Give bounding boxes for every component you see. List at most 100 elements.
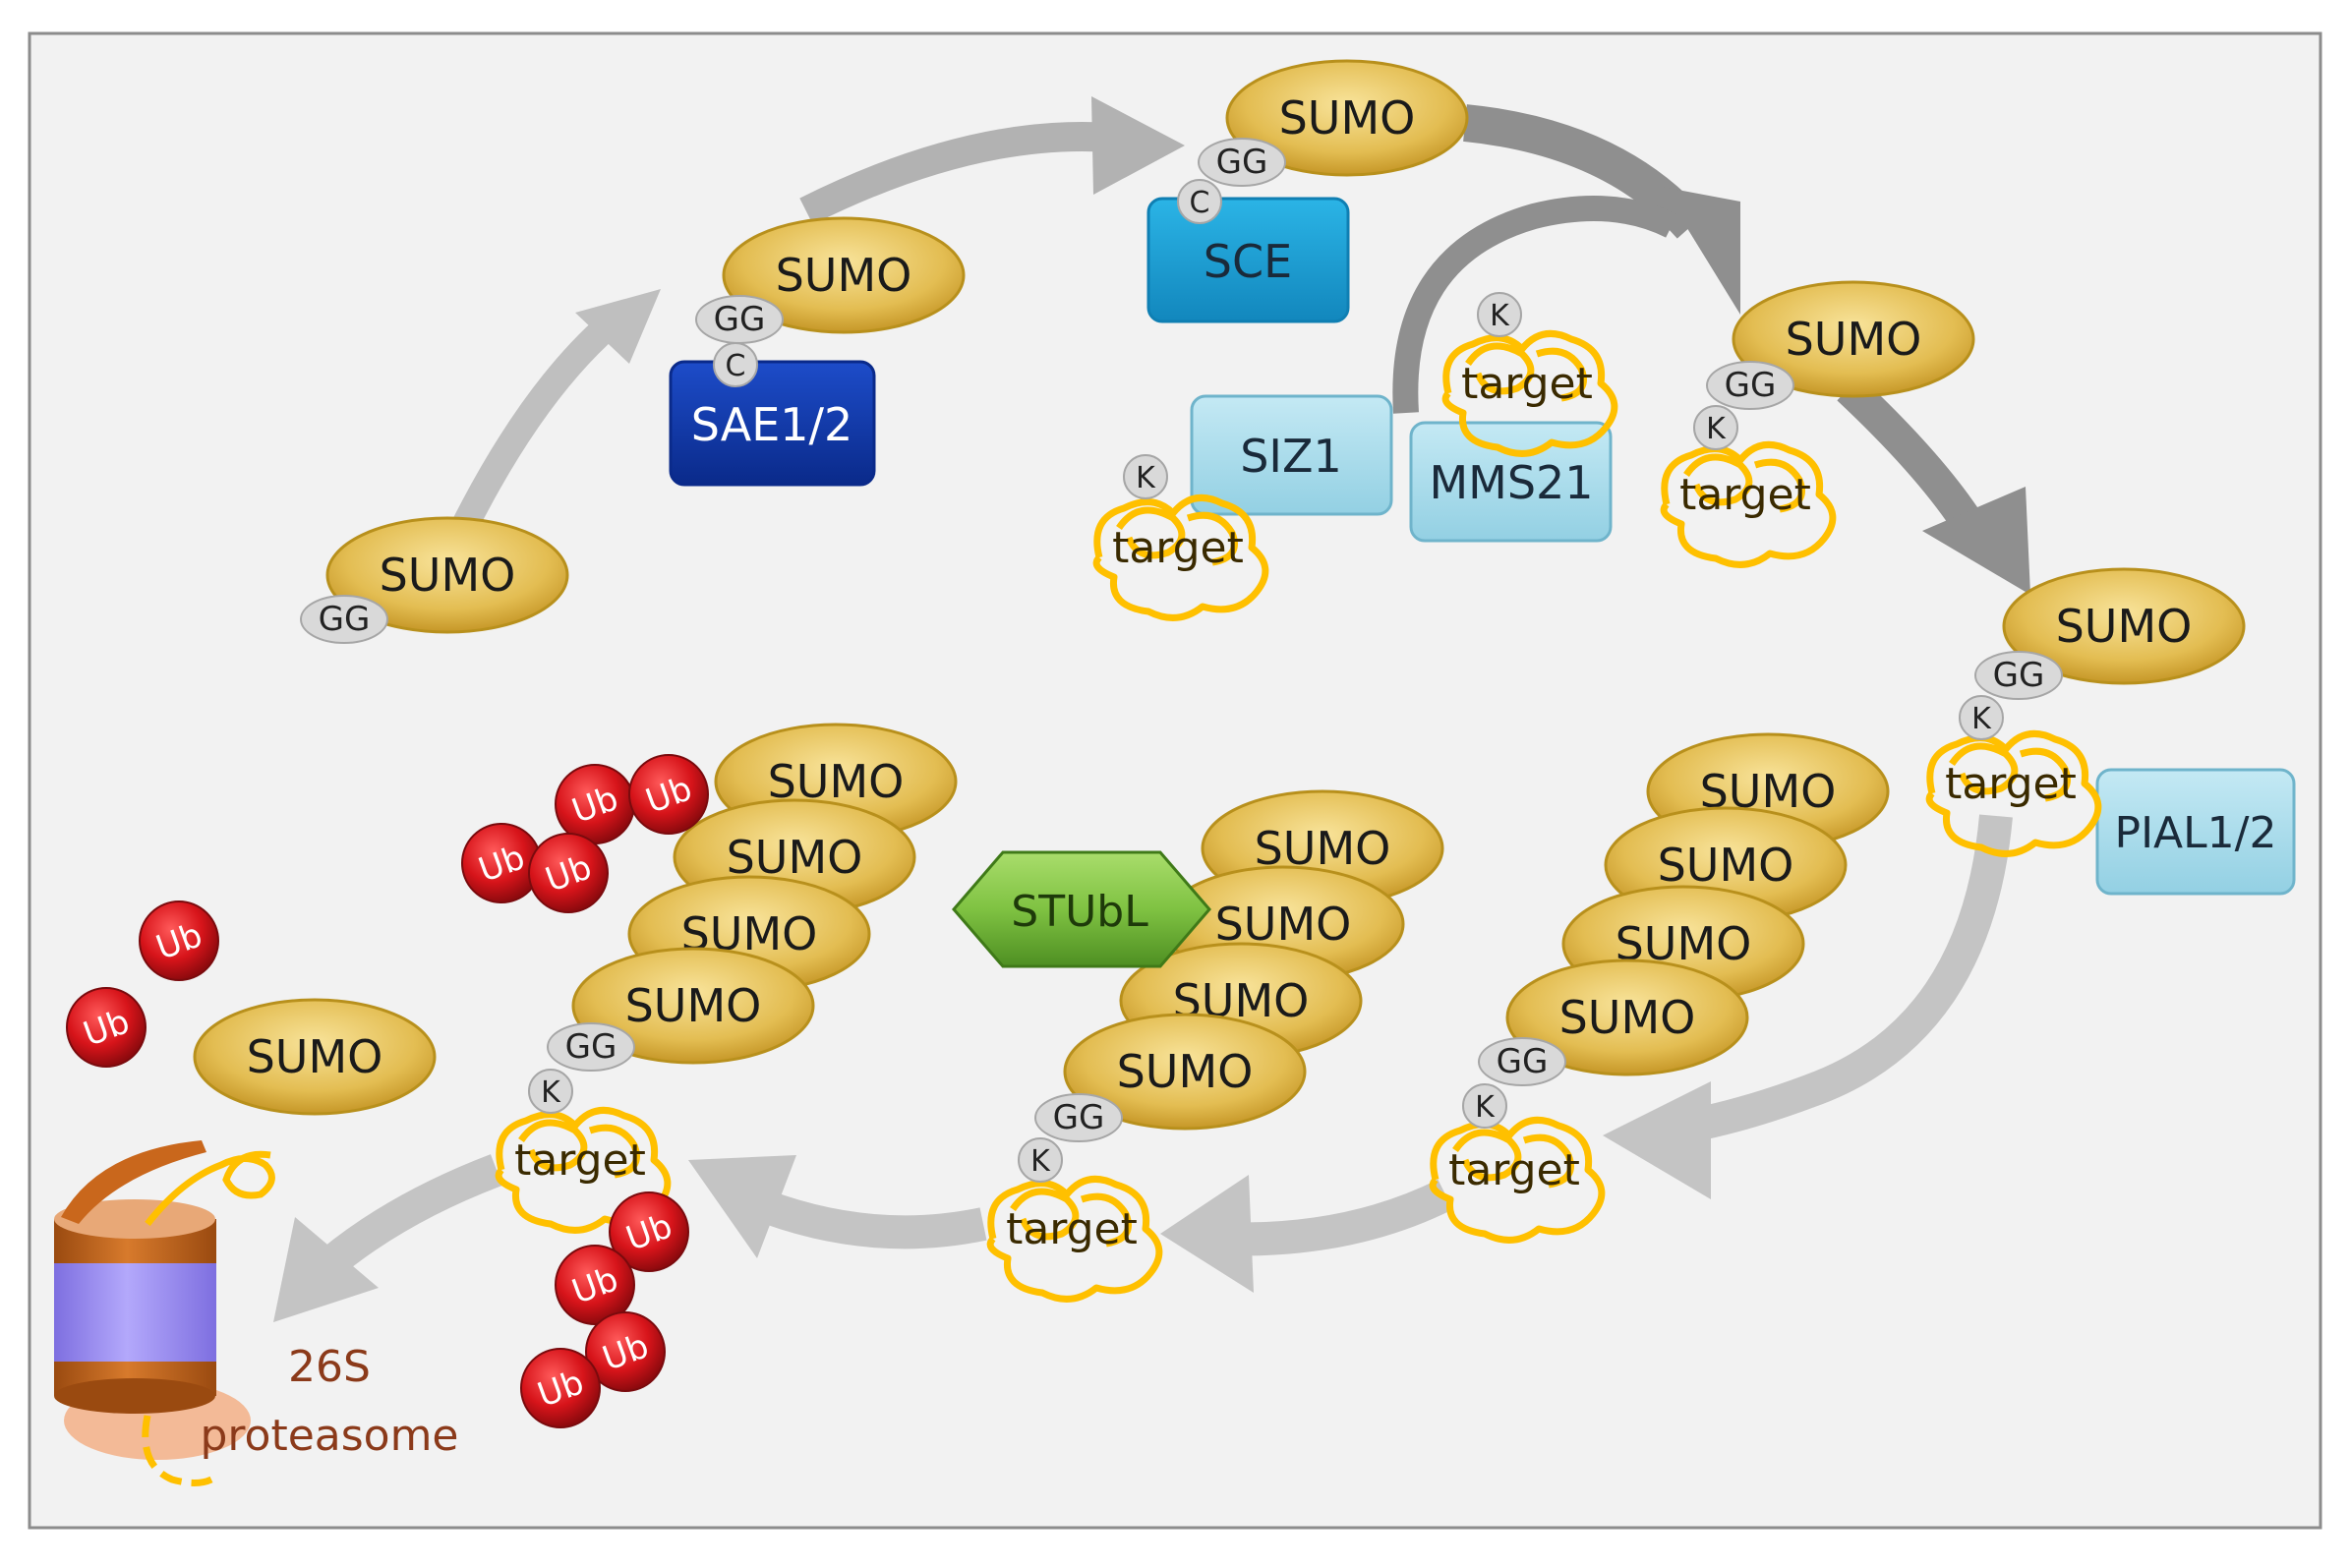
sce-box [1146, 197, 1350, 323]
ubiquitin-ball [139, 900, 219, 981]
target-scribble [495, 1106, 672, 1234]
arrow-ubiquitination [740, 1184, 987, 1249]
k-tag-shape [1462, 1083, 1507, 1129]
target-label: target [1448, 1145, 1580, 1195]
mms21-ligase: MMS21 [1409, 421, 1613, 543]
target-protein: target [495, 1106, 672, 1234]
target-label: target [1945, 759, 2077, 809]
sae-label: SAE1/2 [691, 398, 853, 451]
sumo-molecule: SUMO [1505, 958, 1749, 1076]
gg-tag: GG [1706, 361, 1794, 410]
k-tag-label: K [541, 1075, 561, 1110]
arrow-degradation-head [273, 1217, 379, 1322]
k-tag-label: K [1475, 1090, 1496, 1125]
sumo-molecule: SUMO [193, 998, 437, 1116]
gg-tag: GG [300, 595, 388, 644]
arrow-stubl-recognition-head [1160, 1175, 1254, 1293]
target-label: target [1679, 470, 1811, 520]
gg-tag-label: GG [565, 1027, 617, 1067]
ubiquitin-ball [628, 754, 709, 835]
ubiquitin: Ub [555, 1245, 635, 1325]
ubiquitin: Ub [585, 1311, 666, 1392]
ubiquitin-ball [528, 833, 609, 913]
ubiquitin: Ub [139, 900, 219, 981]
degraded-peptide [142, 1415, 213, 1486]
sumo-molecule: SUMO [571, 947, 815, 1065]
gg-tag-shape [1706, 361, 1794, 410]
ubiquitin: Ub [628, 754, 709, 835]
arrow-activation-head [575, 289, 661, 364]
sumo-molecule: SUMO [2002, 567, 2246, 685]
sumo-label: SUMO [1658, 839, 1794, 892]
gg-tag-label: GG [1993, 656, 2045, 695]
sumo-ellipse [1063, 1013, 1307, 1131]
k-tag-shape [1693, 405, 1738, 450]
pial-label: PIAL1/2 [2115, 808, 2277, 858]
stubl-label: STUbL [1011, 887, 1148, 937]
k-tag-label: K [1971, 702, 1992, 736]
ubiquitin: Ub [520, 1348, 601, 1428]
c-tag-label: C [726, 349, 746, 383]
target-proteins: target target target target target target targ… [495, 329, 2102, 1303]
sumo-label: SUMO [1786, 313, 1922, 366]
ubiquitin: Ub [528, 833, 609, 913]
target-label: target [1461, 359, 1593, 409]
gg-tag-label: GG [1053, 1098, 1105, 1137]
ubiquitin: Ub [461, 823, 542, 903]
sumo-molecule: SUMO [1732, 280, 1975, 398]
k-tag: K [1123, 454, 1168, 499]
c-tag: C [713, 342, 758, 387]
gg-tag-label: GG [1497, 1042, 1549, 1081]
proteasome-top-cap [54, 1199, 215, 1239]
sumo-molecule: SUMO [673, 798, 916, 916]
ubiquitin: Ub [66, 987, 147, 1068]
sumo-label: SUMO [380, 549, 516, 602]
k-tag-label: K [1490, 299, 1510, 333]
sumo-molecule: SUMO [325, 516, 569, 634]
siz1-label: SIZ1 [1240, 430, 1342, 483]
k-tag: K [1959, 695, 2004, 740]
sumo-molecules: SUMO SUMO SUMO SUMO SUMO SUMO SUMO SUMO SUMO SUMO… [193, 59, 2246, 1131]
sumo-label: SUMO [247, 1030, 383, 1083]
sumo-ellipse [325, 516, 569, 634]
k-tag: K [1477, 292, 1522, 337]
ubiquitin-ball [555, 1245, 635, 1325]
target-protein: target [1092, 494, 1269, 621]
arrow-conjugation [799, 121, 1113, 225]
sumo-label: SUMO [1279, 91, 1416, 145]
proteasome-lid [61, 1140, 206, 1224]
sumo-label: SUMO [2056, 600, 2193, 653]
gg-tag-label: GG [1725, 366, 1777, 405]
target-label: target [1006, 1204, 1138, 1254]
sumo-molecule: SUMO [1063, 1013, 1307, 1131]
sumo-label: SUMO [625, 979, 762, 1032]
pial-box [2095, 768, 2296, 896]
gg-tag-shape [547, 1022, 635, 1072]
sumo-ellipse [722, 216, 966, 334]
sumo-label: SUMO [1559, 991, 1696, 1044]
sae-box [669, 360, 876, 487]
arrow-conjugation-head [1091, 96, 1185, 195]
proteasome: 26S proteasome [54, 1140, 459, 1486]
arrow-elongation [1837, 376, 1981, 531]
sumo-label: SUMO [1117, 1045, 1254, 1098]
target-protein: target [1660, 440, 1837, 568]
k-tag: K [528, 1069, 573, 1114]
k-tag-label: K [1030, 1144, 1051, 1179]
arrow-degradation [313, 1154, 503, 1281]
k-tag-shape [1959, 695, 2004, 740]
gg-tag: GG [1034, 1093, 1123, 1142]
gg-tag: GG [1198, 138, 1286, 187]
gg-tag: GG [1974, 651, 2063, 700]
target-scribble [1441, 329, 1618, 457]
sumo-ellipse [571, 947, 815, 1065]
target-scribble [986, 1175, 1163, 1303]
mms21-box [1409, 421, 1613, 543]
sce-label: SCE [1204, 235, 1292, 288]
ubiquitin: Ub [609, 1191, 689, 1272]
ubiquitin-ball [585, 1311, 666, 1392]
arrow-ligase-assist [1392, 196, 1677, 414]
proteasome-label-line1: 26S [288, 1342, 371, 1392]
